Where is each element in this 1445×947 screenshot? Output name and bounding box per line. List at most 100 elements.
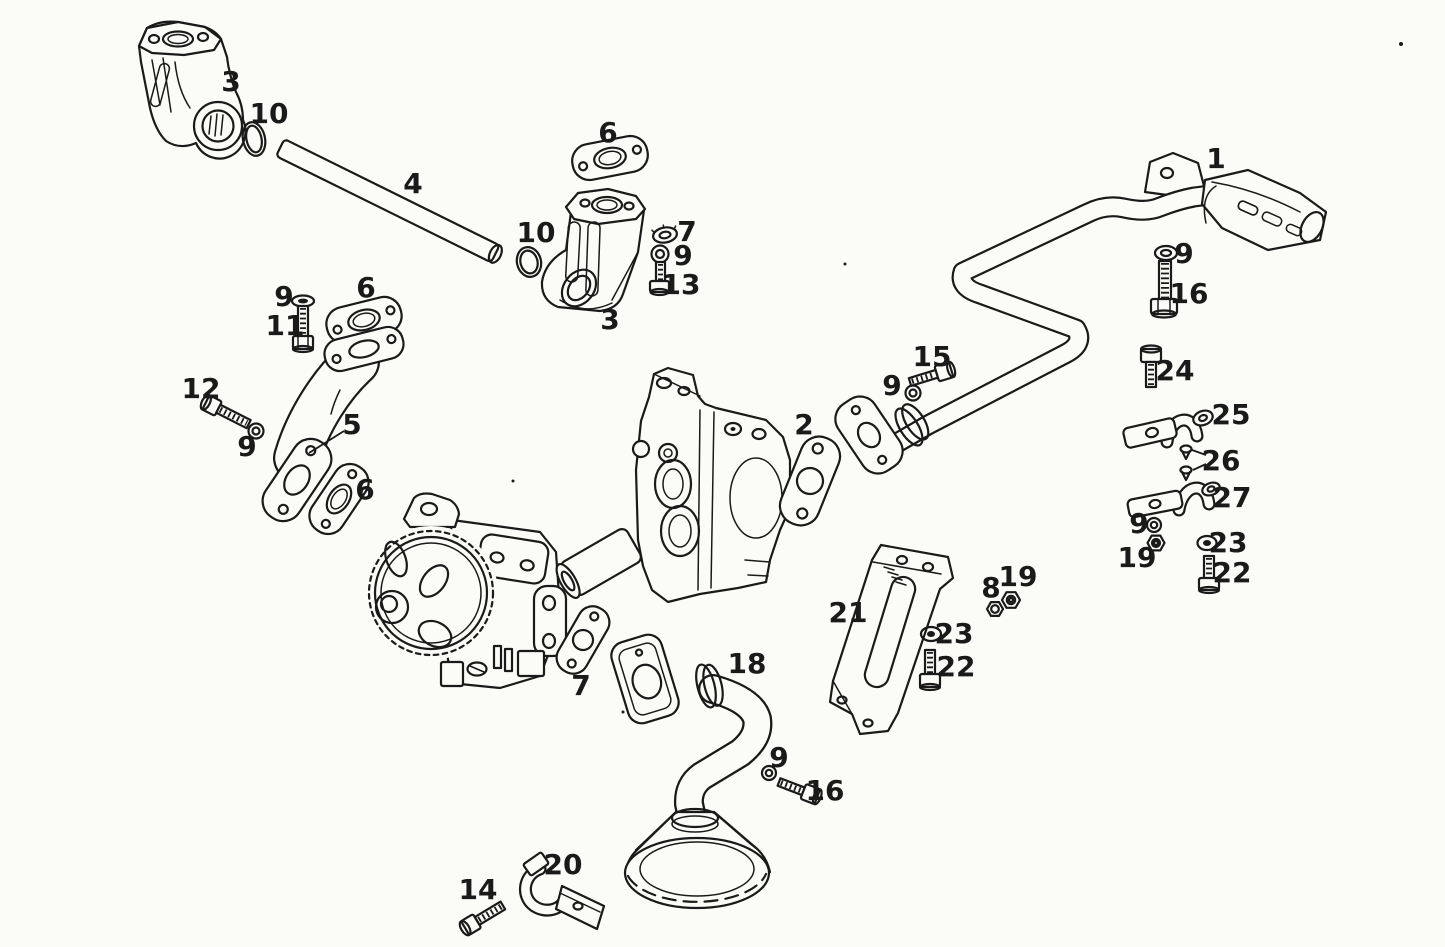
nut-8 bbox=[985, 600, 1005, 618]
suction-pipe-1 bbox=[834, 151, 1328, 475]
part-callout-7: 7 bbox=[677, 215, 696, 248]
pump-foot bbox=[439, 660, 465, 688]
scan-speck bbox=[843, 262, 847, 266]
part-callout-9: 9 bbox=[769, 741, 788, 774]
gear-top-lug bbox=[402, 492, 461, 529]
part-callout-3: 3 bbox=[221, 65, 240, 98]
part-callout-13: 13 bbox=[662, 268, 701, 301]
bolt-11-washer bbox=[290, 294, 316, 308]
scan-speck bbox=[511, 479, 515, 483]
gear-teeth bbox=[367, 529, 495, 657]
scan-speck bbox=[1399, 42, 1403, 46]
bolt-16 bbox=[776, 777, 823, 806]
part-callout-15: 15 bbox=[913, 340, 952, 373]
leader-layer bbox=[308, 430, 1207, 471]
part-callout-26: 26 bbox=[1202, 444, 1241, 477]
suction-elbow-left bbox=[261, 325, 405, 523]
part-callout-9: 9 bbox=[1174, 237, 1193, 270]
leader-line bbox=[308, 430, 345, 454]
part-callout-22: 22 bbox=[937, 650, 976, 683]
washer-9 bbox=[247, 422, 265, 440]
part-callout-19: 19 bbox=[999, 560, 1038, 593]
scan-speck bbox=[621, 710, 625, 714]
part-callout-8: 8 bbox=[981, 571, 1000, 604]
part-callout-21: 21 bbox=[829, 596, 868, 629]
cover-gasket-2 bbox=[778, 435, 842, 527]
part-callout-9: 9 bbox=[673, 239, 692, 272]
nut-19 bbox=[1000, 591, 1022, 609]
pump-foot bbox=[516, 649, 546, 678]
pipe-clamp-25 bbox=[1122, 409, 1214, 449]
bolt-12 bbox=[199, 393, 252, 430]
suction-elbow-upper bbox=[137, 20, 247, 160]
part-callout-24: 24 bbox=[1156, 354, 1195, 387]
strainer-bell bbox=[623, 836, 771, 910]
part-callout-4: 4 bbox=[403, 167, 422, 200]
washer-23 bbox=[919, 625, 943, 643]
pump-stud bbox=[492, 644, 503, 670]
gear-rim bbox=[373, 535, 489, 651]
washer-9 bbox=[760, 764, 778, 782]
pipe-collar bbox=[695, 663, 724, 709]
part-callout-16: 16 bbox=[806, 774, 845, 807]
part-callout-18: 18 bbox=[728, 647, 767, 680]
part-callout-12: 12 bbox=[182, 372, 221, 405]
part-callout-2: 2 bbox=[794, 408, 813, 441]
lock-washer bbox=[650, 244, 670, 264]
washer-9 bbox=[1145, 516, 1163, 534]
part-callout-9: 9 bbox=[274, 280, 293, 313]
strainer-flange bbox=[610, 633, 680, 725]
pump-stud bbox=[503, 647, 514, 673]
part-callout-23: 23 bbox=[1209, 526, 1248, 559]
part-callout-9: 9 bbox=[237, 430, 256, 463]
bolt-15 bbox=[907, 360, 957, 387]
elbow-top-flange bbox=[564, 187, 647, 226]
part-callout-16: 16 bbox=[1170, 277, 1209, 310]
o-ring-upper bbox=[241, 121, 267, 157]
washer-9 bbox=[904, 384, 922, 402]
part-callout-10: 10 bbox=[250, 97, 289, 130]
pipe-collar bbox=[894, 403, 930, 447]
delivery-pipe bbox=[276, 139, 503, 264]
strainer-scallops bbox=[626, 872, 768, 903]
gear-hub bbox=[374, 589, 410, 625]
part-callout-25: 25 bbox=[1212, 398, 1251, 431]
elbow-lower-flange bbox=[261, 437, 333, 523]
callout-layer: 1233456667789999999101011121314151616181… bbox=[182, 65, 1252, 906]
part-callout-14: 14 bbox=[459, 873, 498, 906]
pipe-end-cap bbox=[1200, 168, 1328, 252]
bolt-14 bbox=[458, 900, 507, 937]
part-callout-19: 19 bbox=[1118, 541, 1157, 574]
elbow-top-flange bbox=[137, 20, 223, 57]
pipe-clamp-20 bbox=[519, 851, 606, 931]
bolt-22 bbox=[918, 648, 942, 692]
spacer-bushing bbox=[555, 528, 642, 599]
o-ring-lower bbox=[515, 246, 543, 278]
strainer-pipe-18 bbox=[610, 633, 773, 910]
bolt-24 bbox=[1139, 344, 1163, 389]
part-callout-11: 11 bbox=[266, 309, 305, 342]
part-callout-6: 6 bbox=[356, 271, 375, 304]
pump-cover-body bbox=[631, 366, 792, 604]
nut-19 bbox=[1146, 534, 1166, 552]
oil-pump-assembly bbox=[364, 492, 568, 690]
support-bracket-21 bbox=[828, 543, 955, 736]
part-callout-9: 9 bbox=[882, 369, 901, 402]
part-callout-20: 20 bbox=[544, 848, 583, 881]
pipe-flange bbox=[834, 395, 904, 475]
part-callout-7: 7 bbox=[571, 669, 590, 702]
fastener-pin-26 bbox=[1179, 465, 1193, 482]
part-callout-6: 6 bbox=[355, 473, 374, 506]
fastener-pin-26 bbox=[1179, 444, 1193, 461]
part-callout-22: 22 bbox=[1213, 556, 1252, 589]
bolt-16 bbox=[1149, 259, 1179, 319]
part-callout-23: 23 bbox=[935, 617, 974, 650]
part-callout-10: 10 bbox=[517, 216, 556, 249]
flanged-washer bbox=[651, 224, 678, 244]
elbow-upper-flange bbox=[323, 325, 405, 373]
part-callout-5: 5 bbox=[342, 408, 361, 441]
part-callout-1: 1 bbox=[1206, 142, 1225, 175]
leader-line bbox=[1192, 463, 1207, 471]
bolt-13 bbox=[648, 260, 671, 297]
